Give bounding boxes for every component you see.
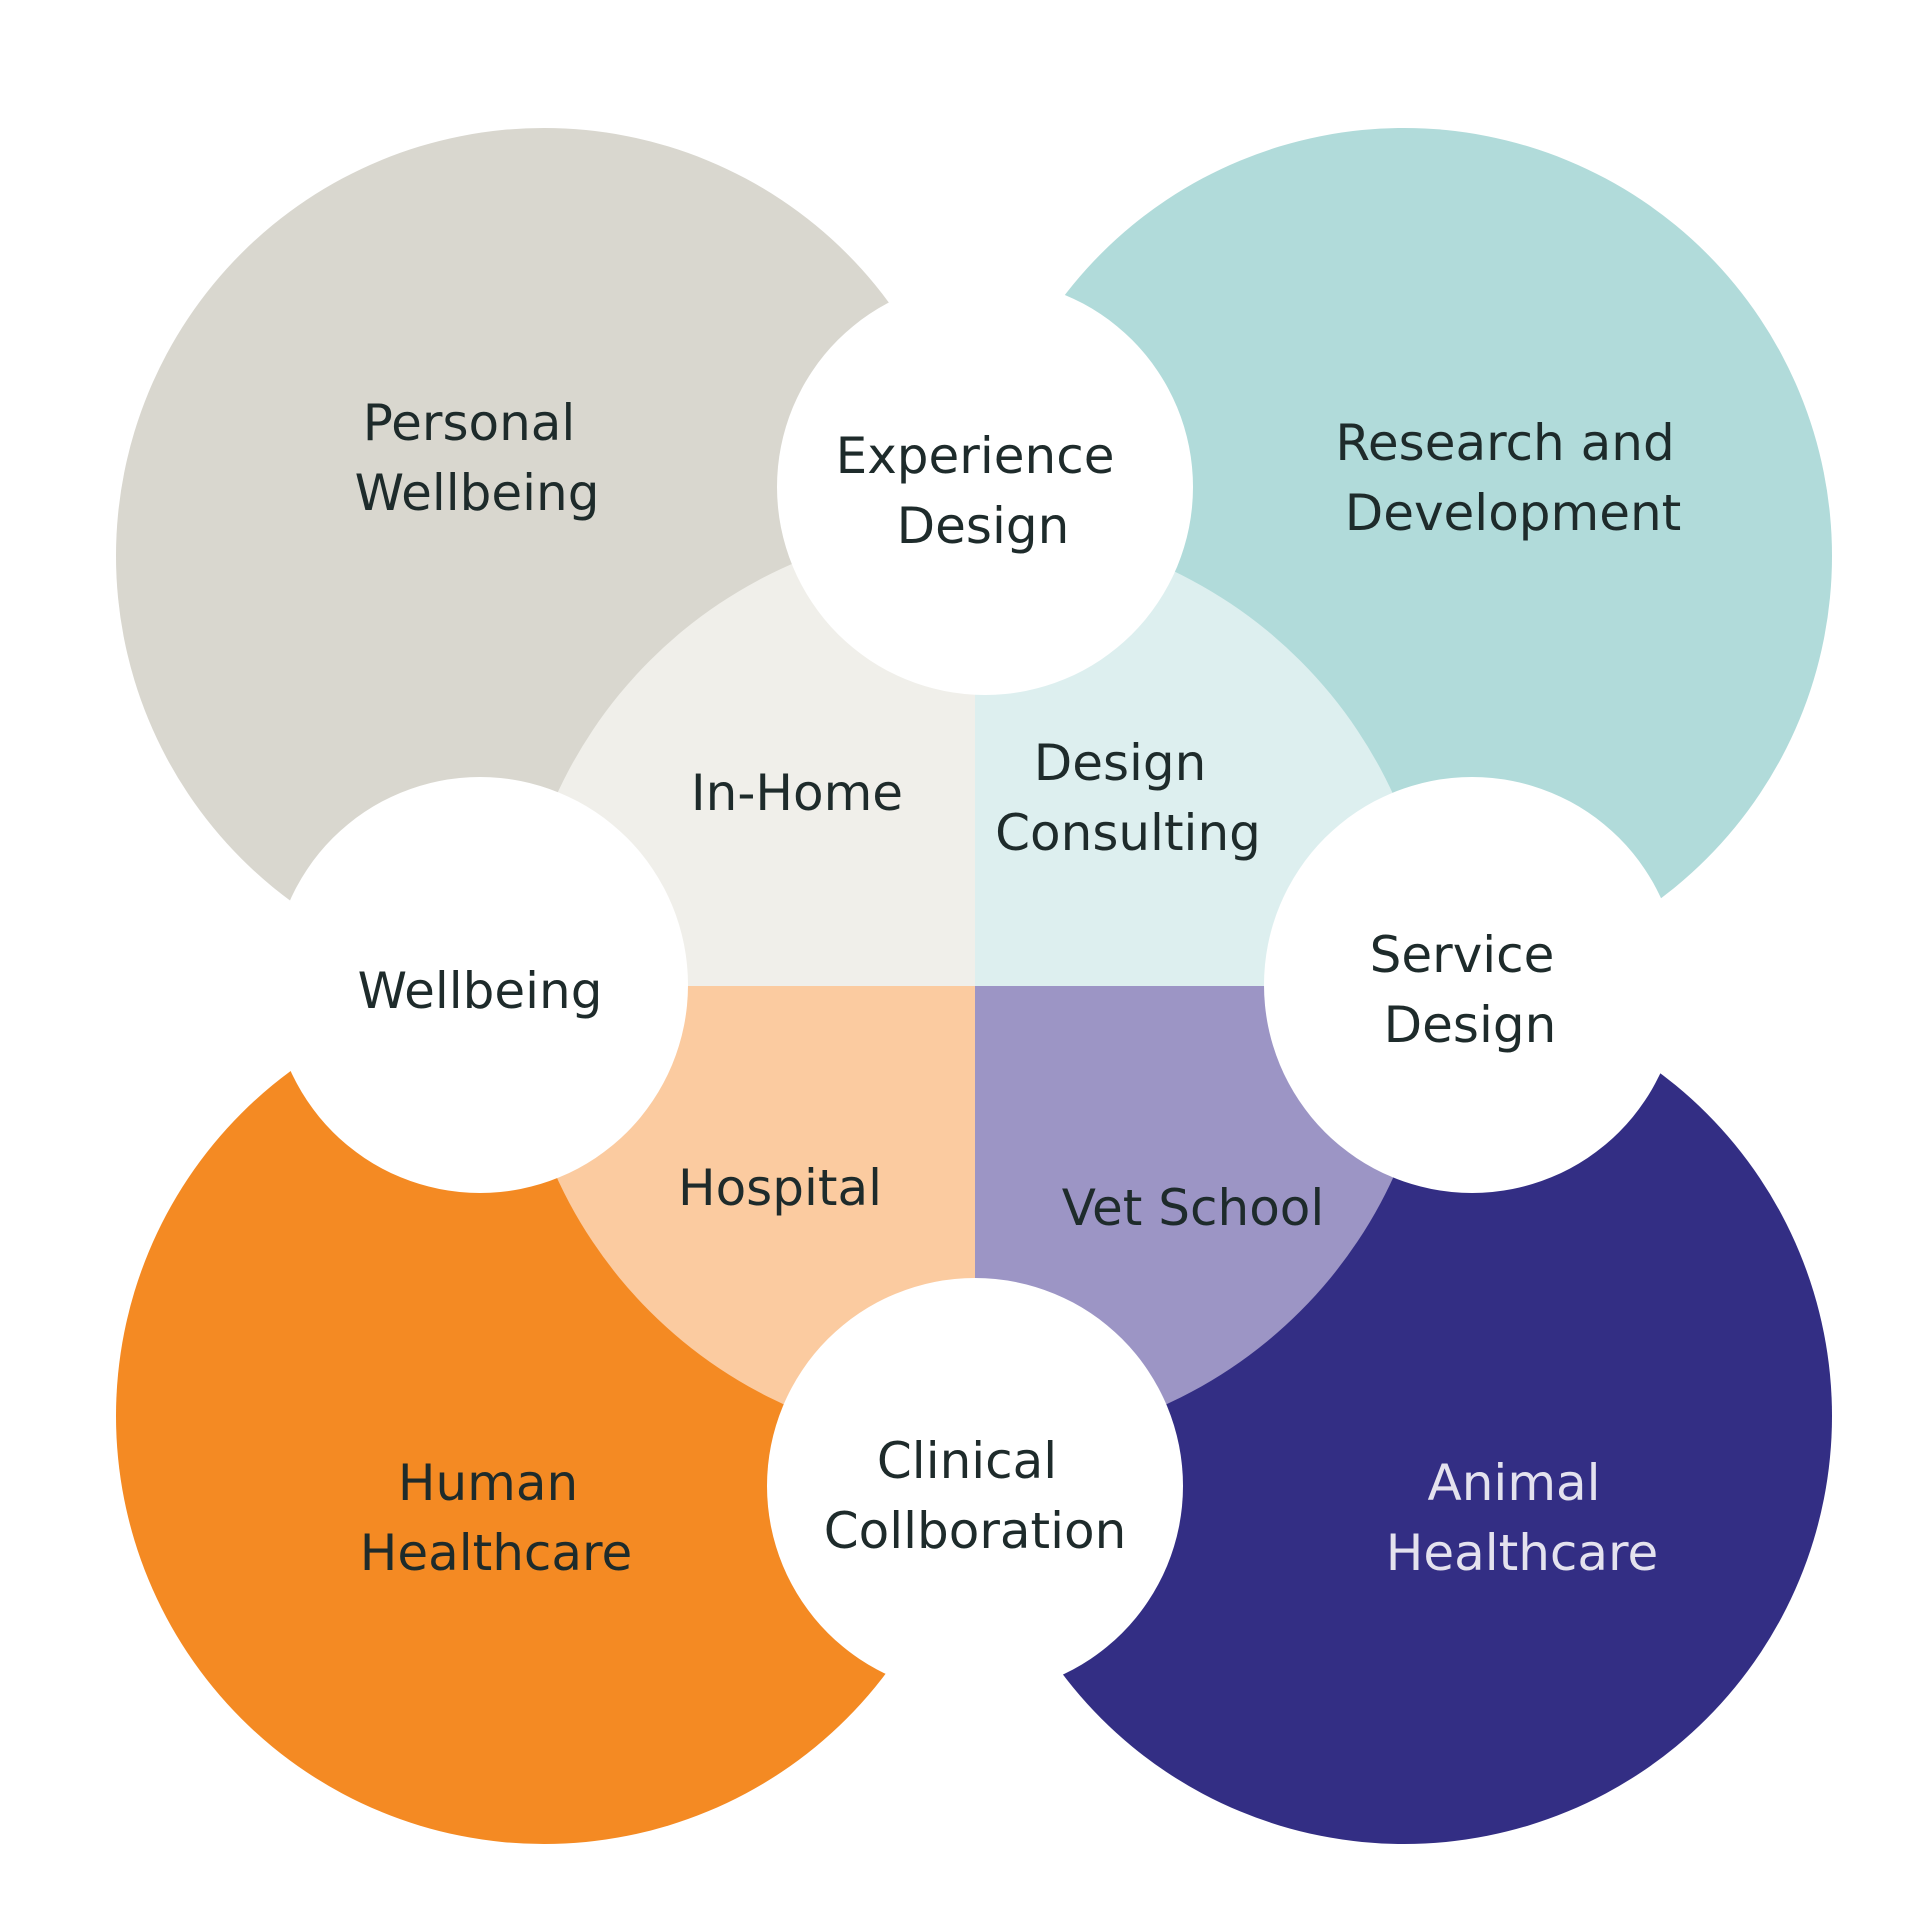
hub-circle-clinical-collaboration bbox=[767, 1278, 1183, 1694]
label-hospital: Hospital bbox=[678, 1159, 882, 1217]
label-personal-wellbeing: Personal Wellbeing bbox=[355, 394, 600, 522]
hub-circle-experience-design bbox=[777, 279, 1193, 695]
hub-circle-service-design bbox=[1264, 777, 1680, 1193]
label-design-consulting: Design Consulting bbox=[995, 734, 1261, 862]
label-service-design: Service Design bbox=[1370, 926, 1571, 1054]
label-clinical-collaboration: Clinical Collboration bbox=[824, 1432, 1127, 1560]
label-vet-school: Vet School bbox=[1062, 1179, 1325, 1237]
label-in-home: In-Home bbox=[691, 764, 903, 822]
label-wellbeing: Wellbeing bbox=[358, 962, 603, 1020]
label-human-healthcare: Human Healthcare bbox=[360, 1454, 633, 1582]
label-animal-healthcare: Animal Healthcare bbox=[1386, 1454, 1659, 1582]
label-research-development: Research and Development bbox=[1335, 414, 1690, 542]
label-experience-design: Experience Design bbox=[836, 427, 1131, 555]
hub-circle-wellbeing bbox=[272, 777, 688, 1193]
